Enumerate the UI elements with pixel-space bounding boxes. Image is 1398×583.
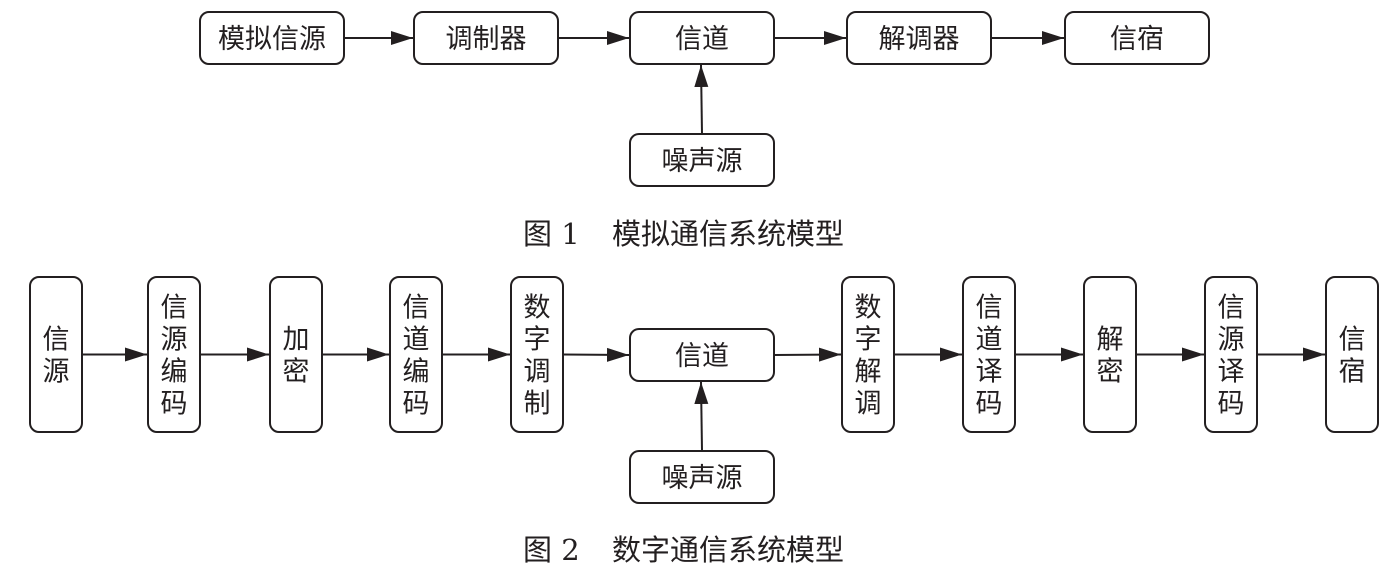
arrow-noise-source-to-channel [694, 381, 709, 452]
node-box-encryption [269, 276, 323, 433]
node-label-modulator: 调制器 [446, 24, 527, 55]
figure-2-caption-title: 数字通信系统模型 [612, 533, 844, 567]
node-box-channel [629, 11, 775, 65]
node-label-source-encoding: 信源编码 [161, 293, 188, 420]
node-channel-encoding: 信道编码 [389, 276, 443, 433]
node-box-channel-decoding [962, 276, 1016, 433]
node-label-decryption: 解密 [1097, 325, 1124, 388]
node-box-sink [1064, 11, 1210, 65]
node-label-channel-decoding: 信道译码 [976, 293, 1003, 420]
node-noise-source: 噪声源 [629, 450, 775, 504]
node-sink: 信宿 [1325, 276, 1379, 433]
node-label-digital-modulation: 数字调制 [524, 293, 551, 420]
node-label-noise-source: 噪声源 [662, 146, 743, 177]
node-source-encoding: 信源编码 [147, 276, 201, 433]
node-box-digital-demodulation [841, 276, 895, 433]
node-label-demodulator: 解调器 [879, 24, 960, 55]
node-box-source [29, 276, 83, 433]
node-label-sink: 信宿 [1339, 325, 1366, 388]
node-label-channel: 信道 [675, 341, 729, 372]
node-decryption: 解密 [1083, 276, 1137, 433]
node-sink: 信宿 [1064, 11, 1210, 65]
arrow-channel-to-digital-demodulation [773, 347, 842, 362]
node-source: 信源 [29, 276, 83, 433]
node-demodulator: 解调器 [846, 11, 992, 65]
node-box-sink [1325, 276, 1379, 433]
node-box-channel-encoding [389, 276, 443, 433]
node-box-modulator [413, 11, 559, 65]
node-label-channel-encoding: 信道编码 [403, 293, 430, 420]
node-box-channel [629, 328, 775, 382]
node-modulator: 调制器 [413, 11, 559, 65]
node-label-sink: 信宿 [1110, 24, 1164, 55]
node-label-analog-source: 模拟信源 [218, 24, 326, 55]
node-box-digital-modulation [510, 276, 564, 433]
node-box-noise-source [629, 133, 775, 187]
arrow-digital-modulation-to-channel [562, 347, 630, 362]
node-box-demodulator [846, 11, 992, 65]
node-label-digital-demodulation: 数字解调 [855, 293, 882, 420]
node-digital-modulation: 数字调制 [510, 276, 564, 433]
node-noise-source: 噪声源 [629, 133, 775, 187]
node-label-noise-source: 噪声源 [662, 463, 743, 494]
node-label-encryption: 加密 [283, 325, 310, 388]
node-label-source-decoding: 信源译码 [1218, 293, 1245, 420]
node-analog-source: 模拟信源 [199, 11, 345, 65]
node-box-analog-source [199, 11, 345, 65]
figure-2-caption-number: 图 2 [523, 533, 580, 567]
arrow-noise-source-to-channel [694, 64, 709, 135]
node-encryption: 加密 [269, 276, 323, 433]
node-label-source: 信源 [43, 325, 70, 388]
node-label-channel: 信道 [675, 24, 729, 55]
figure-1-caption-number: 图 1 [523, 217, 580, 251]
node-source-decoding: 信源译码 [1204, 276, 1258, 433]
node-channel-decoding: 信道译码 [962, 276, 1016, 433]
figure-1-caption-title: 模拟通信系统模型 [612, 217, 844, 251]
node-box-noise-source [629, 450, 775, 504]
node-box-source-decoding [1204, 276, 1258, 433]
node-channel: 信道 [629, 328, 775, 382]
node-channel: 信道 [629, 11, 775, 65]
node-box-source-encoding [147, 276, 201, 433]
node-digital-demodulation: 数字解调 [841, 276, 895, 433]
node-box-decryption [1083, 276, 1137, 433]
